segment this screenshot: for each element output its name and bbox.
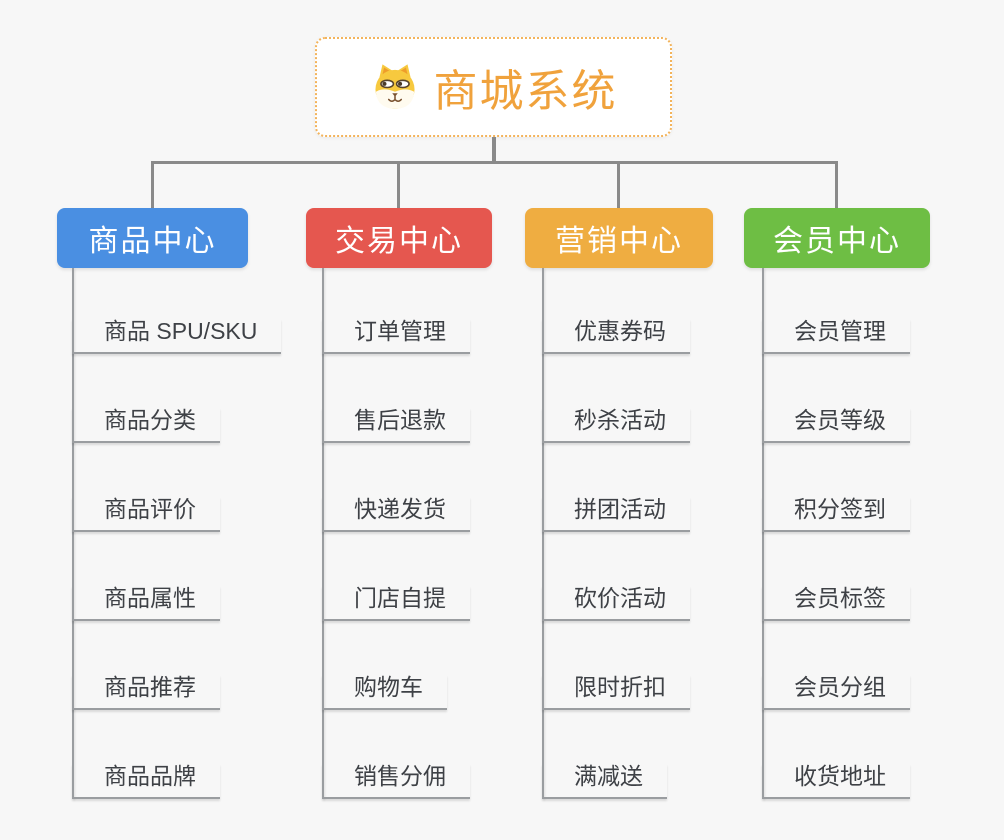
leaf-node[interactable]: 商品推荐 (72, 674, 220, 710)
leaf-node[interactable]: 商品分类 (72, 407, 220, 443)
leaf-node[interactable]: 商品品牌 (72, 763, 220, 799)
root-node[interactable]: 商城系统 (315, 37, 672, 137)
connector-drop-goods (151, 161, 154, 209)
branch-line-marketing (542, 268, 544, 799)
leaf-node[interactable]: 销售分佣 (322, 763, 470, 799)
branch-node-member[interactable]: 会员中心 (744, 208, 930, 268)
leaf-node[interactable]: 门店自提 (322, 585, 470, 621)
leaf-node[interactable]: 会员分组 (762, 674, 910, 710)
leaf-node[interactable]: 购物车 (322, 674, 447, 710)
leaf-node[interactable]: 秒杀活动 (542, 407, 690, 443)
root-title: 商城系统 (433, 67, 618, 116)
branch-children-goods: 商品 SPU/SKU 商品分类 商品评价 商品属性 商品推荐 商品品牌 (72, 268, 282, 799)
leaf-node[interactable]: 会员等级 (762, 407, 910, 443)
branch-children-trade: 订单管理 售后退款 快递发货 门店自提 购物车 销售分佣 (322, 268, 470, 799)
leaf-node[interactable]: 收货地址 (762, 763, 910, 799)
branch-node-trade[interactable]: 交易中心 (306, 208, 492, 268)
leaf-node[interactable]: 优惠券码 (542, 318, 690, 354)
leaf-node[interactable]: 限时折扣 (542, 674, 690, 710)
branch-line-goods (72, 268, 74, 799)
branch-children-marketing: 优惠券码 秒杀活动 拼团活动 砍价活动 限时折扣 满减送 (542, 268, 690, 799)
connector-drop-marketing (617, 161, 620, 209)
leaf-node[interactable]: 商品属性 (72, 585, 220, 621)
root-connector-stub (492, 137, 496, 164)
branch-line-member (762, 268, 764, 799)
branch-children-member: 会员管理 会员等级 积分签到 会员标签 会员分组 收货地址 (762, 268, 910, 799)
leaf-node[interactable]: 快递发货 (322, 496, 470, 532)
leaf-node[interactable]: 砍价活动 (542, 585, 690, 621)
branch-line-trade (322, 268, 324, 799)
connector-horizontal (151, 161, 838, 164)
leaf-node[interactable]: 售后退款 (322, 407, 470, 443)
leaf-node[interactable]: 拼团活动 (542, 496, 690, 532)
leaf-node[interactable]: 满减送 (542, 763, 667, 799)
branch-node-marketing[interactable]: 营销中心 (525, 208, 713, 268)
leaf-node[interactable]: 会员管理 (762, 318, 910, 354)
leaf-node[interactable]: 商品 SPU/SKU (72, 318, 282, 354)
leaf-node[interactable]: 商品评价 (72, 496, 220, 532)
connector-drop-trade (397, 161, 400, 209)
leaf-node[interactable]: 订单管理 (322, 318, 470, 354)
dog-face-icon (370, 62, 420, 112)
leaf-node[interactable]: 会员标签 (762, 585, 910, 621)
branch-node-goods[interactable]: 商品中心 (57, 208, 248, 268)
connector-drop-member (835, 161, 838, 209)
leaf-node[interactable]: 积分签到 (762, 496, 910, 532)
